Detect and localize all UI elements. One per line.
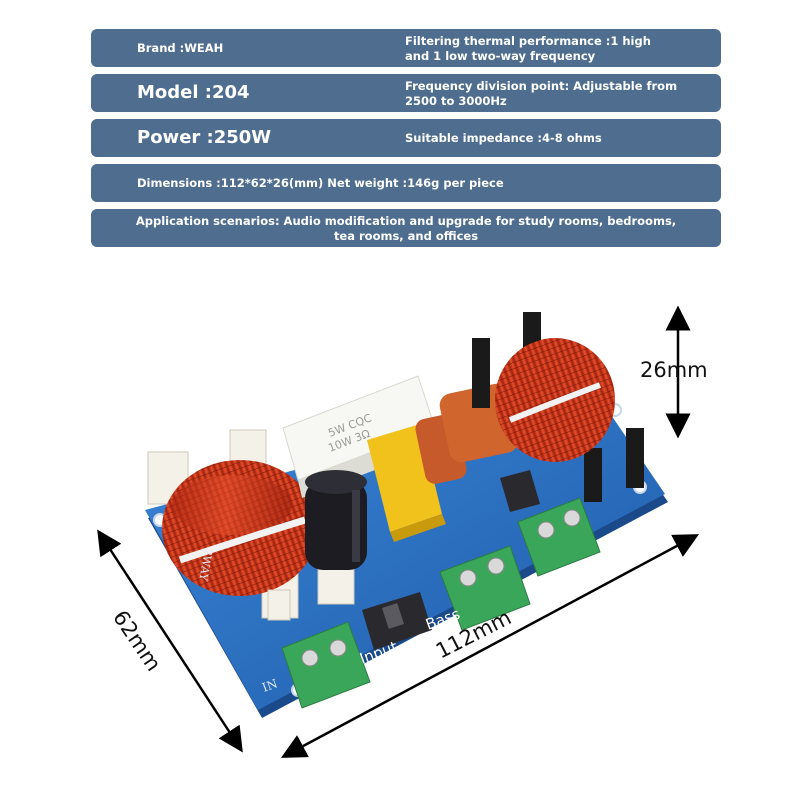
frequency-text-line2: 2500 to 3000Hz (405, 94, 507, 108)
spec-row-model: Model :204 Frequency division point: Adj… (91, 74, 721, 112)
brand-text: Brand :WEAH (137, 41, 224, 55)
frequency-text-line1: Frequency division point: Adjustable fro… (405, 79, 678, 93)
application-text-line2: tea rooms, and offices (333, 229, 479, 243)
crossover-board-image: 5W CQC 10W 3Ω (97, 305, 700, 758)
dimensions-text: Dimensions :112*62*26(mm) Net weight :14… (137, 176, 504, 190)
filter-text-line1: Filtering thermal performance :1 high (405, 34, 651, 48)
spec-row-application: Application scenarios: Audio modificatio… (91, 209, 721, 247)
spec-row-dimensions: Dimensions :112*62*26(mm) Net weight :14… (91, 164, 721, 202)
impedance-text: Suitable impedance :4-8 ohms (405, 131, 602, 145)
power-text: Power :250W (137, 127, 272, 148)
application-text-line1: Application scenarios: Audio modificatio… (135, 214, 677, 228)
treble-inductor (472, 312, 644, 502)
spec-row-brand: Brand :WEAH Filtering thermal performanc… (91, 29, 721, 67)
model-text: Model :204 (137, 82, 250, 103)
electrolytic-capacitor (305, 470, 367, 570)
height-label: 26mm (640, 358, 708, 382)
bass-switch (500, 470, 540, 512)
filter-text-line2: and 1 low two-way frequency (405, 49, 596, 63)
spec-row-power: Power :250W Suitable impedance :4-8 ohms (91, 119, 721, 157)
depth-arrow (97, 529, 243, 753)
in-label: IN (260, 676, 279, 694)
width-arrow (280, 534, 700, 758)
